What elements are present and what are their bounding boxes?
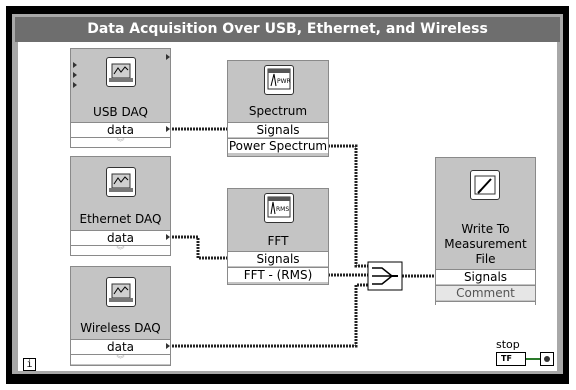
fft-rms-icon: RMS	[264, 193, 294, 223]
stop-label: stop	[496, 338, 520, 351]
input-terminal-comment[interactable]: Comment	[436, 285, 535, 300]
node-title-line: Write To	[461, 222, 510, 236]
input-terminal-signals[interactable]: Signals	[228, 251, 328, 266]
node-title: Wireless DAQ	[80, 321, 161, 335]
node-title: Ethernet DAQ	[79, 212, 162, 226]
stop-wire	[526, 358, 540, 360]
wire-wireless-merge	[172, 283, 368, 348]
node-title: USB DAQ	[93, 105, 148, 119]
node-title: Spectrum	[248, 104, 308, 118]
input-terminal-signals[interactable]: Signals	[228, 122, 328, 137]
usb-daq-node[interactable]: USB DAQ data ︾	[70, 48, 171, 148]
expand-chevron-icon[interactable]: ︾	[71, 354, 170, 364]
write-measurement-file-node[interactable]: Write To Measurement File Signals Commen…	[435, 157, 536, 305]
input-tick	[73, 72, 77, 78]
input-tick	[73, 62, 77, 68]
iteration-terminal: i	[23, 358, 36, 371]
loop-title: Data Acquisition Over USB, Ethernet, and…	[15, 17, 560, 42]
output-terminal-data[interactable]: data	[71, 122, 170, 137]
stop-boolean-terminal[interactable]: TF	[496, 352, 526, 366]
output-terminal-data[interactable]: data	[71, 339, 170, 354]
input-tick	[73, 82, 77, 88]
svg-text:RMS: RMS	[276, 206, 289, 213]
wireless-daq-node[interactable]: Wireless DAQ data ︾	[70, 266, 171, 366]
node-title-line: Measurement	[444, 237, 527, 251]
input-terminal-signals[interactable]: Signals	[436, 269, 535, 284]
merge-signals-node	[367, 261, 403, 291]
output-terminal-data[interactable]: data	[71, 230, 170, 245]
output-terminal-fft-rms[interactable]: FFT - (RMS)	[228, 267, 328, 282]
power-spectrum-icon: PWR	[264, 65, 294, 95]
expand-chevron-icon[interactable]	[436, 301, 535, 305]
output-tick	[166, 54, 170, 60]
wire-spectrum-merge	[328, 144, 368, 268]
daq-device-icon	[106, 277, 136, 307]
expand-chevron-icon[interactable]: ︾	[71, 137, 170, 147]
ethernet-daq-node[interactable]: Ethernet DAQ data ︾	[70, 156, 171, 256]
output-terminal-power-spectrum[interactable]: Power Spectrum	[228, 138, 328, 153]
output-tick	[166, 343, 170, 349]
daq-device-icon	[106, 57, 136, 87]
node-title-line: File	[475, 252, 496, 266]
svg-text:PWR: PWR	[277, 78, 291, 85]
daq-device-icon	[106, 167, 136, 197]
expand-chevron-icon[interactable]: ︾	[71, 245, 170, 255]
write-file-icon	[470, 170, 500, 200]
fft-node[interactable]: RMS FFT Signals FFT - (RMS)	[227, 188, 329, 285]
output-tick	[166, 126, 170, 132]
wire-eth-fft	[172, 235, 228, 260]
spectrum-node[interactable]: PWR Spectrum Signals Power Spectrum	[227, 60, 329, 157]
output-tick	[166, 234, 170, 240]
loop-condition-icon[interactable]	[540, 352, 554, 366]
stop-control[interactable]: stop TF	[496, 338, 556, 368]
node-title: FFT	[267, 234, 289, 248]
